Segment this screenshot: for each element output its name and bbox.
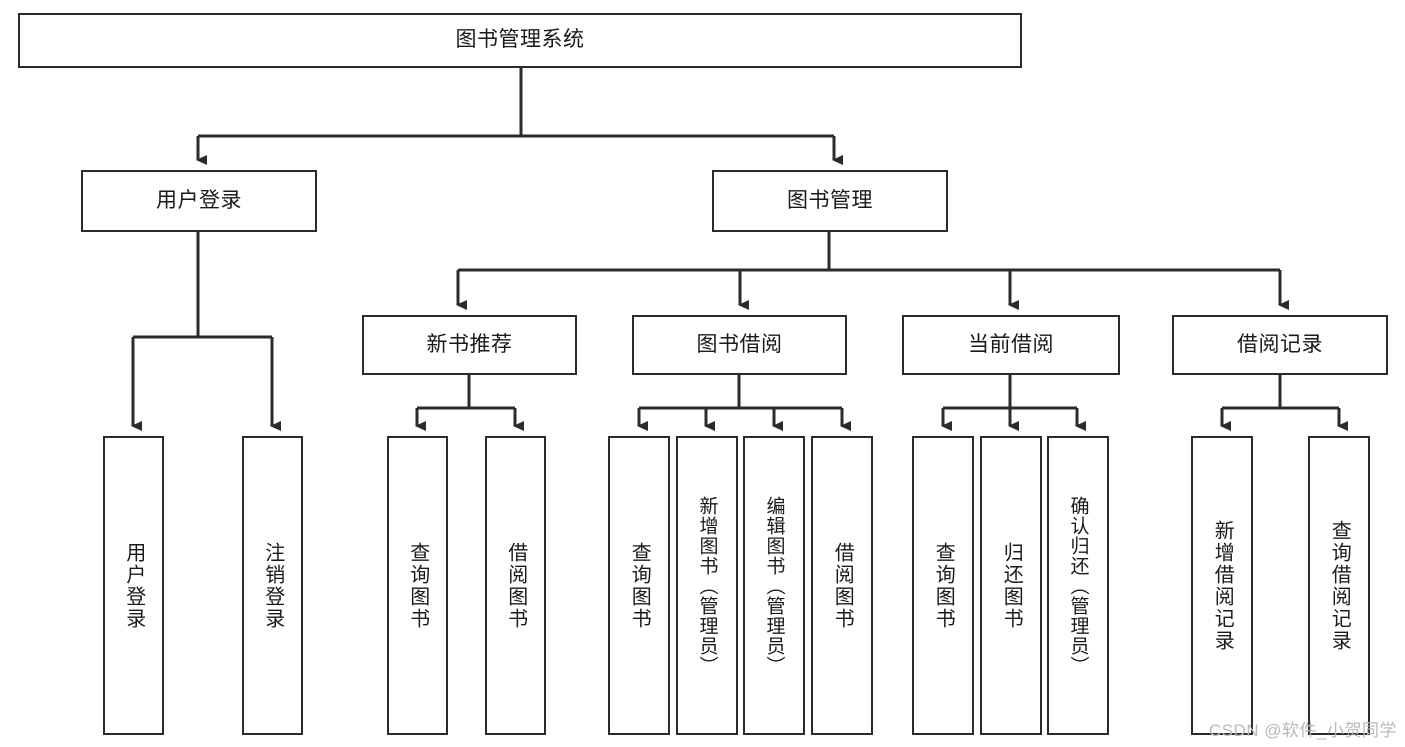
node-label: 确认归还（管理员） bbox=[1067, 495, 1089, 676]
node-leaf-borrow-book-2[interactable]: 借阅图书 bbox=[811, 436, 873, 735]
node-label: 图书借阅 bbox=[696, 332, 783, 356]
node-label: 新增借阅记录 bbox=[1211, 519, 1234, 652]
node-label: 用户登录 bbox=[156, 188, 242, 212]
node-leaf-query-book-2[interactable]: 查询图书 bbox=[608, 436, 670, 735]
node-leaf-add-borrow-record[interactable]: 新增借阅记录 bbox=[1191, 436, 1253, 735]
node-label: 查询借阅记录 bbox=[1328, 519, 1351, 652]
node-leaf-query-borrow-record[interactable]: 查询借阅记录 bbox=[1308, 436, 1370, 735]
node-book-manage[interactable]: 图书管理 bbox=[712, 170, 948, 232]
node-leaf-add-book-admin[interactable]: 新增图书（管理员） bbox=[676, 436, 738, 735]
node-leaf-confirm-return-admin[interactable]: 确认归还（管理员） bbox=[1047, 436, 1109, 735]
node-leaf-return-book[interactable]: 归还图书 bbox=[980, 436, 1042, 735]
watermark-text: CSDN @软件_小贺同学 bbox=[1208, 721, 1397, 740]
node-label: 图书管理系统 bbox=[455, 28, 585, 52]
node-leaf-edit-book-admin[interactable]: 编辑图书（管理员） bbox=[743, 436, 805, 735]
node-label: 图书管理 bbox=[787, 188, 873, 212]
node-label: 查询图书 bbox=[406, 541, 429, 630]
node-label: 当前借阅 bbox=[968, 332, 1054, 356]
node-leaf-user-login[interactable]: 用户登录 bbox=[103, 436, 164, 735]
node-label: 用户登录 bbox=[122, 541, 145, 630]
node-label: 查询图书 bbox=[932, 541, 955, 630]
node-new-book-recommend[interactable]: 新书推荐 bbox=[362, 315, 577, 375]
node-label: 新增图书（管理员） bbox=[696, 495, 718, 676]
node-label: 归还图书 bbox=[1000, 541, 1023, 630]
node-leaf-query-book-3[interactable]: 查询图书 bbox=[912, 436, 974, 735]
node-root-book-management-system[interactable]: 图书管理系统 bbox=[18, 13, 1022, 68]
node-leaf-logout-login[interactable]: 注销登录 bbox=[242, 436, 303, 735]
node-label: 新书推荐 bbox=[426, 332, 513, 356]
node-user-login[interactable]: 用户登录 bbox=[81, 170, 317, 232]
node-book-borrow[interactable]: 图书借阅 bbox=[632, 315, 847, 375]
node-label: 注销登录 bbox=[261, 541, 284, 630]
node-label: 借阅图书 bbox=[831, 541, 854, 630]
node-label: 借阅记录 bbox=[1237, 332, 1323, 356]
node-leaf-query-book-1[interactable]: 查询图书 bbox=[387, 436, 448, 735]
node-label: 查询图书 bbox=[628, 541, 651, 630]
node-borrow-record[interactable]: 借阅记录 bbox=[1172, 315, 1388, 375]
node-label: 借阅图书 bbox=[504, 541, 527, 630]
node-leaf-borrow-book-1[interactable]: 借阅图书 bbox=[485, 436, 546, 735]
node-current-borrow[interactable]: 当前借阅 bbox=[902, 315, 1120, 375]
node-label: 编辑图书（管理员） bbox=[763, 495, 785, 676]
